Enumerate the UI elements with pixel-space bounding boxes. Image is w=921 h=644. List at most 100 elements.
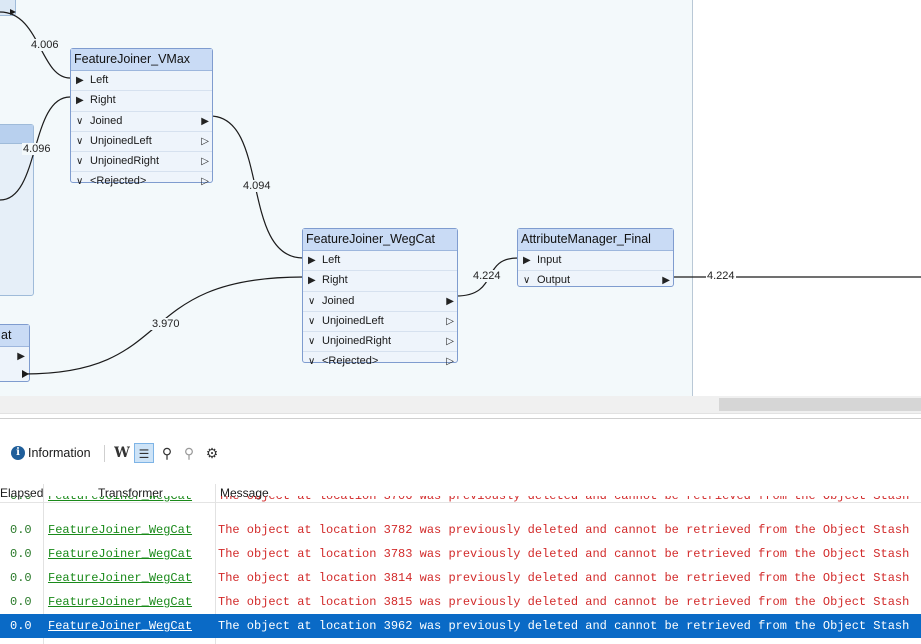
- log-message: The object at location 3706 was previous…: [218, 496, 910, 503]
- chevron-down-icon: ∨: [76, 115, 84, 127]
- port-label: Left: [90, 74, 109, 86]
- column-header-message[interactable]: Message: [220, 486, 269, 500]
- input-port-right[interactable]: ▶ Right: [71, 91, 212, 112]
- scrollbar-thumb[interactable]: [719, 398, 921, 411]
- output-arrow-empty-icon: ▷: [446, 315, 454, 327]
- partial-bookmark-node[interactable]: [0, 124, 34, 296]
- wire-label: 4.224: [706, 270, 736, 282]
- transformer-featurejoiner-vmax[interactable]: FeatureJoiner_VMax ▶ Left ▶ Right ∨ Join…: [70, 48, 213, 187]
- chevron-down-icon: ∨: [308, 336, 316, 348]
- log-row-selected[interactable]: 0.0 FeatureJoiner_WegCat The object at l…: [0, 614, 921, 638]
- log-message: The object at location 3783 was previous…: [218, 547, 910, 561]
- output-port-output[interactable]: ∨ Output ▶: [518, 271, 673, 290]
- log-elapsed: 0.0: [10, 595, 32, 609]
- wire-label: 4.224: [472, 270, 502, 282]
- column-header-transformer[interactable]: Transformer: [98, 486, 163, 500]
- wire-label: 4.006: [30, 39, 60, 51]
- output-port-joined[interactable]: ∨ Joined ▶: [71, 112, 212, 132]
- column-header-elapsed[interactable]: Elapsed: [0, 486, 44, 500]
- chevron-down-icon: ∨: [308, 356, 316, 368]
- node-title: at: [0, 325, 29, 347]
- log-elapsed: 0.0: [10, 571, 32, 585]
- input-arrow-icon: ▶: [308, 255, 316, 266]
- input-port-left[interactable]: ▶ Left: [71, 71, 212, 92]
- port-label: Joined: [322, 294, 355, 307]
- input-arrow-icon: ▶: [76, 95, 84, 107]
- log-header: Elapsed Transformer Message: [0, 484, 921, 503]
- log-elapsed: 0.0: [10, 547, 32, 561]
- panel-gap: [0, 413, 921, 419]
- output-port-unjoinedleft[interactable]: ∨ UnjoinedLeft ▷: [303, 312, 457, 333]
- port-label: <Rejected>: [322, 355, 379, 368]
- log-row[interactable]: 0.0 FeatureJoiner_WegCat The object at l…: [0, 592, 921, 612]
- canvas-outside-area: [692, 0, 921, 396]
- port-label: Right: [322, 274, 348, 287]
- node-title: FeatureJoiner_VMax: [71, 49, 212, 71]
- log-row[interactable]: 0.0 FeatureJoiner_WegCat The object at l…: [0, 544, 921, 564]
- port-label: UnjoinedRight: [322, 335, 392, 348]
- log-transformer-link[interactable]: FeatureJoiner_WegCat: [48, 523, 193, 537]
- port-label: Right: [90, 94, 116, 107]
- numbered-list-icon[interactable]: ☰: [134, 443, 154, 463]
- node-title: FeatureJoiner_WegCat: [303, 229, 457, 251]
- log-transformer-link[interactable]: FeatureJoiner_WegCat: [48, 595, 193, 609]
- info-icon: i: [11, 446, 25, 460]
- output-port-rejected[interactable]: ∨ <Rejected> ▷: [71, 172, 212, 191]
- word-wrap-icon[interactable]: W: [114, 445, 130, 461]
- input-arrow-icon: ▶: [76, 75, 84, 86]
- wire-label: 4.094: [242, 180, 272, 192]
- chevron-down-icon: ∨: [76, 156, 84, 168]
- log-elapsed: 0.0: [10, 496, 32, 503]
- log-elapsed: 0.0: [10, 523, 32, 537]
- input-port-left[interactable]: ▶ Left: [303, 251, 457, 272]
- port-label: Left: [322, 254, 341, 266]
- log-elapsed: 0.0: [10, 619, 32, 633]
- canvas-horizontal-scrollbar[interactable]: [0, 396, 921, 413]
- input-port-right[interactable]: ▶ Right: [303, 271, 457, 292]
- log-transformer-link[interactable]: FeatureJoiner_WegCat: [48, 619, 193, 633]
- output-port-unjoinedleft[interactable]: ∨ UnjoinedLeft ▷: [71, 132, 212, 153]
- log-transformer-link[interactable]: FeatureJoiner_WegCat: [48, 571, 193, 585]
- wire-label: 3.970: [151, 318, 181, 330]
- log-transformer-link[interactable]: FeatureJoiner_WegCat: [48, 496, 193, 503]
- log-row[interactable]: 0.0 FeatureJoiner_WegCat The object at l…: [0, 568, 921, 588]
- output-port-rejected[interactable]: ∨ <Rejected> ▷: [303, 352, 457, 371]
- output-port-unjoinedright[interactable]: ∨ UnjoinedRight ▷: [71, 152, 212, 173]
- information-label: Information: [28, 446, 91, 460]
- column-divider[interactable]: [215, 484, 216, 644]
- output-arrow-icon: ▶: [662, 275, 670, 287]
- input-port-input[interactable]: ▶ Input: [518, 251, 673, 272]
- output-arrow-empty-icon: ▷: [201, 135, 209, 147]
- settings-icon[interactable]: ⚙: [205, 445, 219, 461]
- chevron-down-icon: ∨: [308, 295, 316, 307]
- find-next-icon[interactable]: ⚲: [183, 445, 195, 461]
- translation-log[interactable]: Elapsed Transformer Message 0.0 FeatureJ…: [0, 484, 921, 644]
- output-arrow-icon: ▶: [17, 351, 25, 362]
- chevron-down-icon: ∨: [523, 275, 531, 287]
- output-arrow-icon: ▶: [446, 295, 454, 307]
- port-label: <Rejected>: [90, 175, 147, 188]
- output-arrow-empty-icon: ▷: [446, 336, 454, 348]
- chevron-down-icon: ∨: [308, 315, 316, 327]
- output-arrow-empty-icon: ▷: [446, 356, 454, 368]
- wire-label: 4.096: [22, 143, 52, 155]
- port-label: UnjoinedLeft: [90, 134, 152, 147]
- column-divider[interactable]: [43, 484, 44, 644]
- transformer-attributemanager-final[interactable]: AttributeManager_Final ▶ Input ∨ Output …: [517, 228, 674, 287]
- transformer-featurejoiner-wegcat[interactable]: FeatureJoiner_WegCat ▶ Left ▶ Right ∨ Jo…: [302, 228, 458, 367]
- chevron-down-icon: ∨: [76, 135, 84, 147]
- log-transformer-link[interactable]: FeatureJoiner_WegCat: [48, 547, 193, 561]
- log-row[interactable]: 0.0 FeatureJoiner_WegCat The object at l…: [0, 520, 921, 540]
- output-port-unjoinedright[interactable]: ∨ UnjoinedRight ▷: [303, 332, 457, 353]
- panel-splitter[interactable]: [0, 418, 921, 419]
- log-message: The object at location 3962 was previous…: [218, 619, 910, 633]
- output-port-joined[interactable]: ∨ Joined ▶: [303, 292, 457, 312]
- log-message: The object at location 3814 was previous…: [218, 571, 910, 585]
- information-filter-button[interactable]: i Information: [11, 444, 91, 462]
- output-arrow-empty-icon: ▷: [201, 156, 209, 168]
- log-toolbar: i Information W ☰ ⚲ ⚲ ⚙: [0, 440, 921, 466]
- output-port[interactable]: ▶: [0, 347, 29, 367]
- log-row-partial[interactable]: 0.0 FeatureJoiner_WegCat The object at l…: [0, 496, 921, 507]
- find-icon[interactable]: ⚲: [161, 445, 173, 461]
- log-message: The object at location 3815 was previous…: [218, 595, 910, 609]
